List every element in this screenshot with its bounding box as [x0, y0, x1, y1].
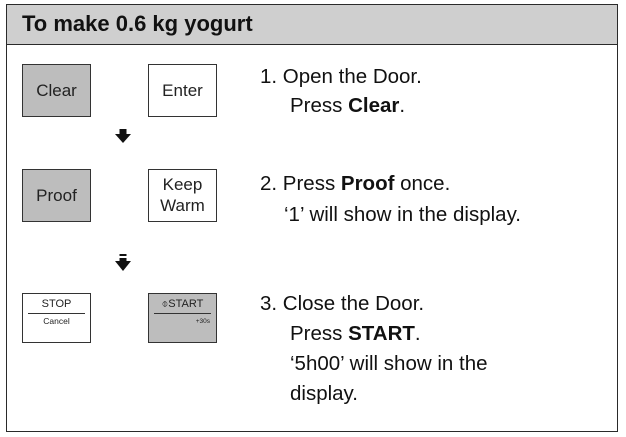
clear-key: Clear	[22, 64, 91, 117]
step-2-line-1: 2. Press Proof once.	[260, 172, 451, 195]
cancel-key-label: Cancel	[43, 316, 70, 326]
panel-title: To make 0.6 kg yogurt	[22, 11, 253, 36]
panel-header: To make 0.6 kg yogurt	[7, 5, 617, 45]
keep-warm-key: Keep Warm	[148, 169, 217, 222]
step-3-line-4: display.	[290, 382, 358, 405]
step-3-line-1: 3. Close the Door.	[260, 292, 425, 315]
stop-key-label: STOP	[41, 298, 72, 310]
keep-warm-key-line-2: Warm	[160, 196, 205, 215]
enter-key-label: Enter	[162, 81, 203, 100]
stop-key-divider	[28, 313, 85, 314]
arrow-down-double-icon	[115, 254, 131, 271]
step-3-line-3: ‘5h00’ will show in the	[290, 352, 488, 375]
start-key: ⌽START +30s	[148, 293, 217, 343]
clear-key-label: Clear	[36, 81, 77, 100]
stop-cancel-key: STOP Cancel	[22, 293, 91, 343]
step-2-line-2: ‘1’ will show in the display.	[284, 203, 521, 226]
step-3-line-2: Press START.	[290, 322, 421, 345]
instruction-panel: To make 0.6 kg yogurt Clear Enter 1. Ope…	[6, 4, 618, 432]
enter-key: Enter	[148, 64, 217, 117]
keep-warm-key-line-1: Keep	[162, 175, 203, 194]
start-key-label: ⌽START	[161, 298, 204, 310]
proof-key: Proof	[22, 169, 91, 222]
proof-key-label: Proof	[36, 186, 77, 205]
arrow-down-icon	[115, 129, 131, 143]
plus-30s-label: +30s	[195, 318, 210, 325]
step-1-line-2: Press Clear.	[290, 94, 406, 117]
start-key-divider	[154, 313, 211, 314]
step-1-line-1: 1. Open the Door.	[260, 65, 422, 88]
